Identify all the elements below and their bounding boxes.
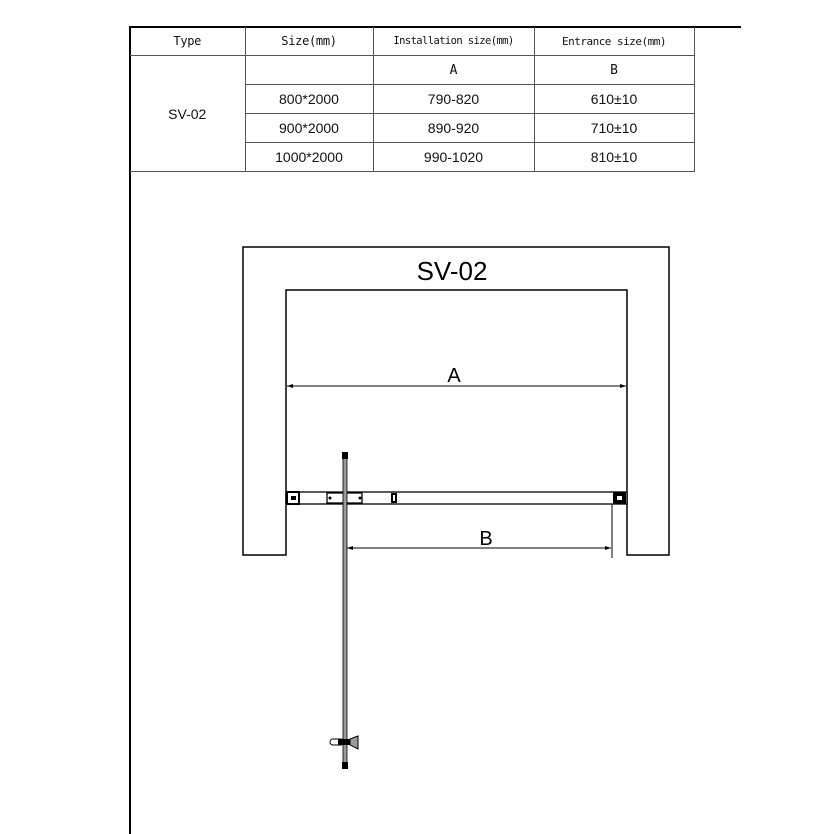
sheet-border-top [129, 26, 741, 28]
sheet-border-left [129, 27, 131, 834]
type-value: SV-02 [130, 55, 246, 172]
header-size: Size(mm) [244, 27, 374, 56]
table-subheader-row: SV-02 A B [130, 55, 695, 172]
table-header-row: Type Size(mm) Installation size(mm) Entr… [130, 27, 695, 56]
drawing-title: SV-02 [417, 256, 488, 286]
size-cell: 1000*2000 [244, 142, 374, 172]
dimension-a-label: A [447, 365, 461, 387]
dimension-a: A [287, 365, 626, 388]
installation-cell: 890-920 [372, 113, 535, 143]
table-row: 800*2000 790-820 610±10 [130, 84, 695, 114]
entrance-cell: 710±10 [533, 113, 695, 143]
top-end-cap [342, 452, 348, 459]
glass-door-panel [342, 452, 348, 769]
subheader-a: A [372, 55, 535, 85]
spec-table: Type Size(mm) Installation size(mm) Entr… [130, 27, 695, 172]
door-handle-icon [329, 735, 359, 750]
entrance-cell: 610±10 [533, 84, 695, 114]
sliding-rail [285, 491, 628, 505]
table-row: 900*2000 890-920 710±10 [130, 113, 695, 143]
dimension-b-label: B [479, 528, 492, 550]
header-installation-size: Installation size(mm) [372, 27, 535, 56]
subheader-b: B [533, 55, 695, 85]
table-row: 1000*2000 990-1020 810±10 [130, 142, 695, 172]
header-entrance-size: Entrance size(mm) [533, 27, 695, 56]
header-type: Type [130, 27, 246, 56]
installation-cell: 990-1020 [372, 142, 535, 172]
bottom-end-cap [342, 762, 348, 769]
installation-cell: 790-820 [372, 84, 535, 114]
size-cell: 800*2000 [244, 84, 374, 114]
wall-outline [242, 246, 670, 556]
entrance-cell: 810±10 [533, 142, 695, 172]
dimension-b: B [347, 504, 613, 558]
